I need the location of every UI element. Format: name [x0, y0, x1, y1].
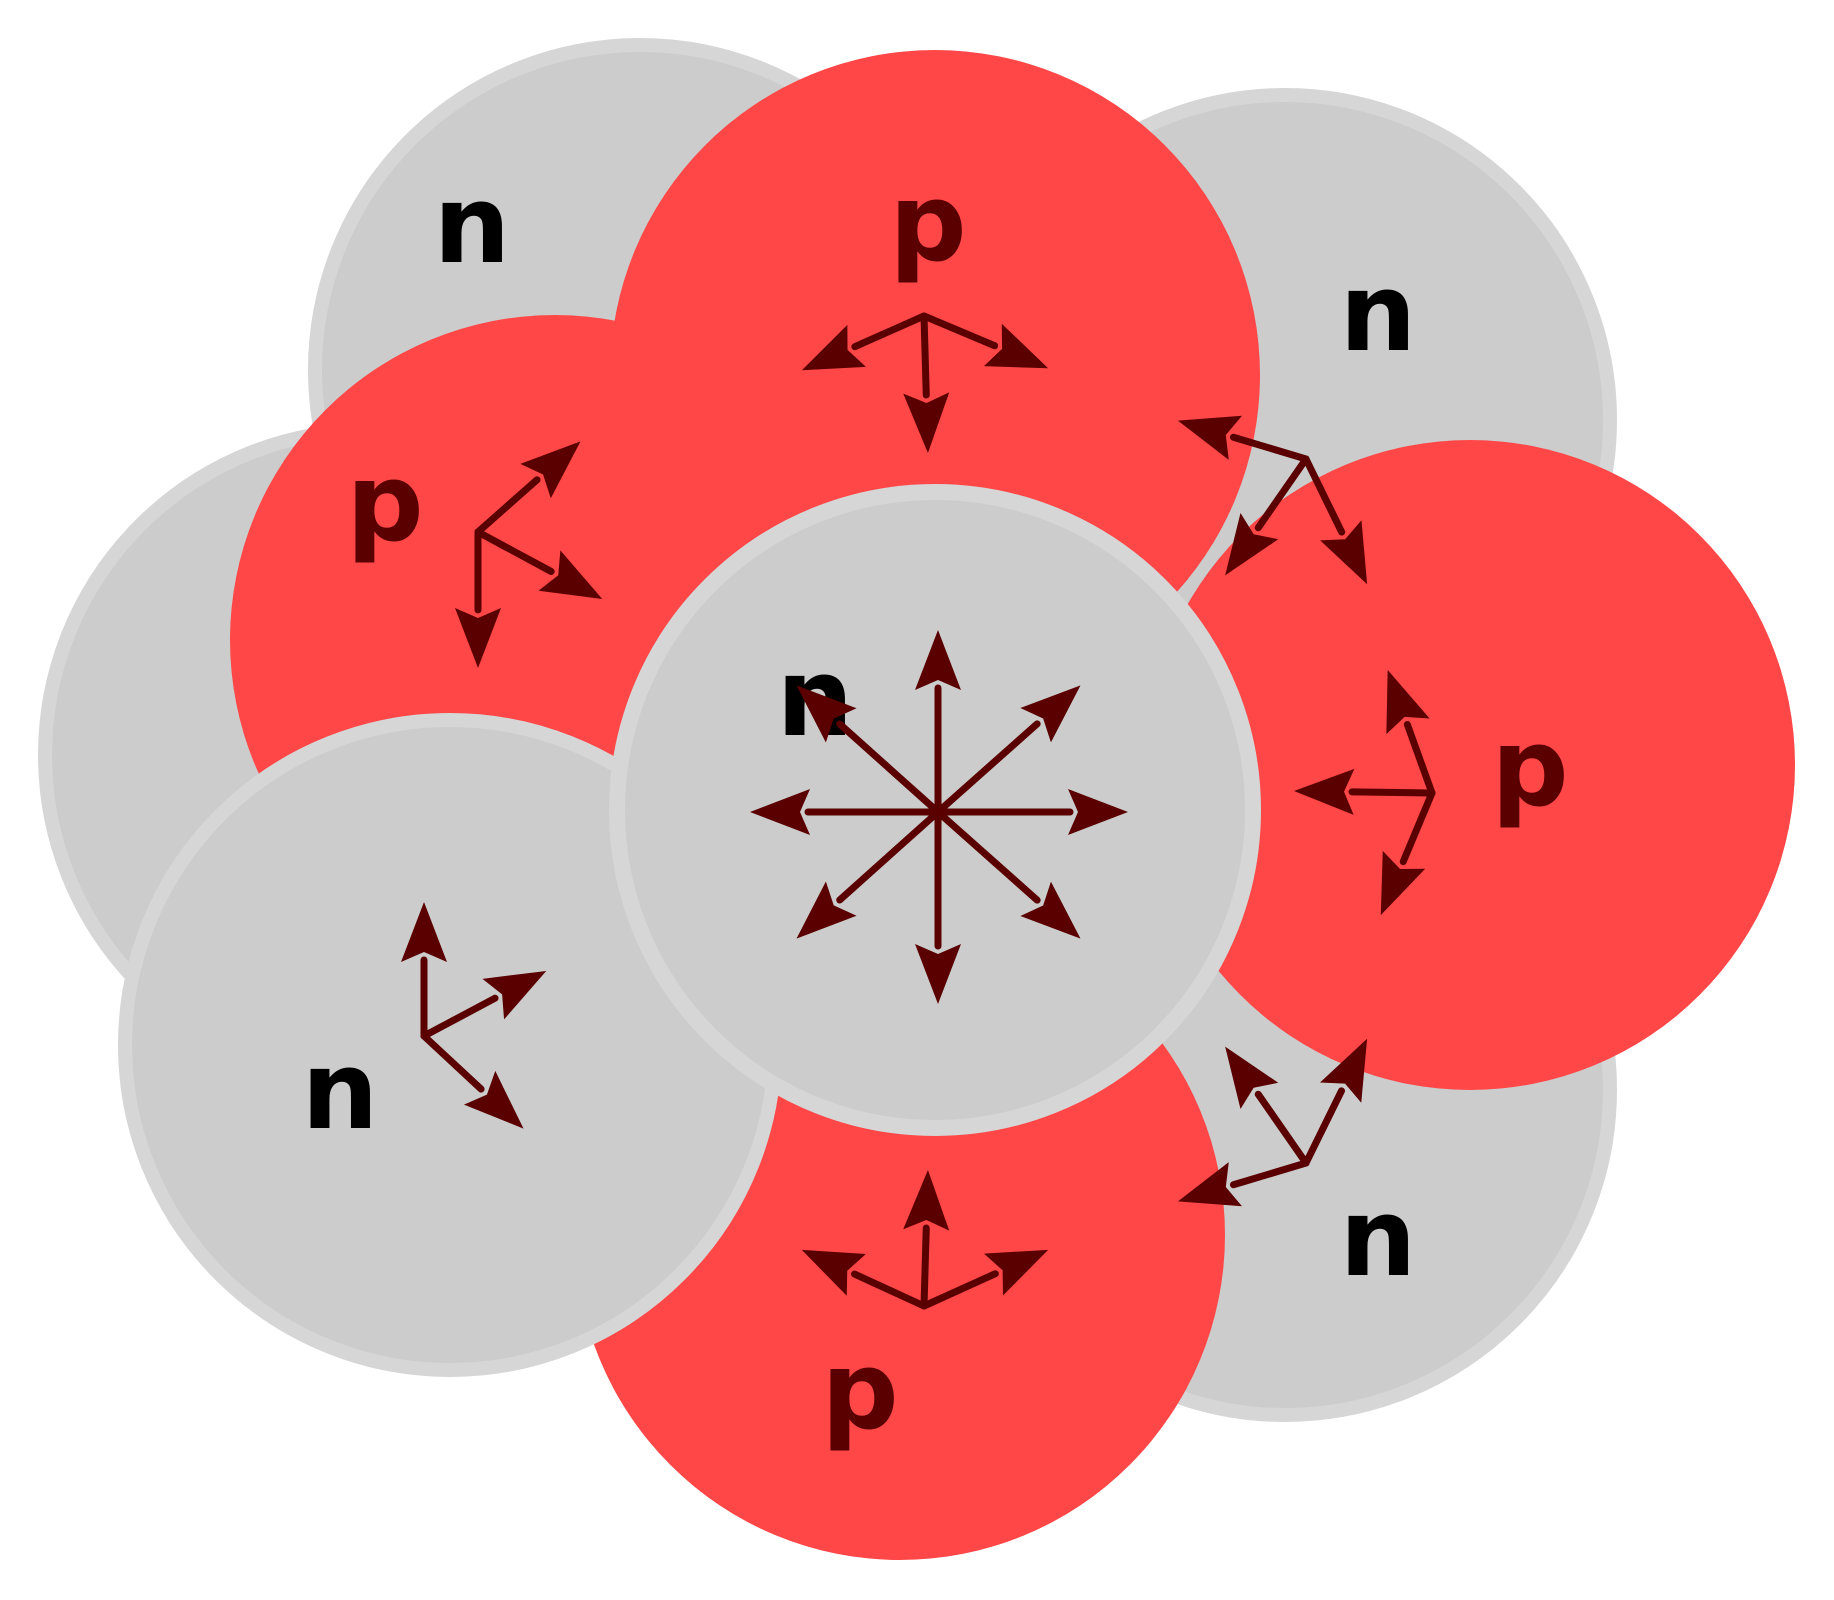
- neutron-label: n: [1340, 251, 1417, 376]
- force-arrow: [1302, 455, 1368, 585]
- force-arrow: [420, 1032, 524, 1129]
- force-arrow: [1177, 415, 1310, 463]
- force-arrow: [474, 441, 581, 536]
- neutron-label: n: [434, 163, 511, 288]
- force-arrow: [801, 312, 928, 371]
- force-arrow: [796, 808, 942, 939]
- force-arrow: [1225, 455, 1310, 576]
- force-arrow: [420, 970, 547, 1040]
- force-arrow: [903, 312, 950, 454]
- neutron-label: n: [777, 636, 854, 761]
- force-arrow: [934, 808, 1081, 939]
- force-arrows: [401, 312, 1436, 1310]
- force-arrow: [920, 1249, 1049, 1310]
- force-arrow: [920, 312, 1049, 369]
- force-arrow: [1225, 1046, 1310, 1167]
- force-arrow: [1177, 1159, 1310, 1207]
- proton-label: p: [1491, 706, 1568, 831]
- force-arrow: [1386, 669, 1436, 797]
- proton-label: p: [346, 441, 423, 566]
- force-arrow: [474, 528, 603, 600]
- neutron-label: n: [1340, 1176, 1417, 1301]
- force-arrow: [1302, 1038, 1368, 1167]
- force-arrow: [934, 685, 1081, 816]
- force-arrow: [796, 685, 942, 816]
- nucleon-p-right: p: [1145, 440, 1795, 1090]
- proton-label: p: [889, 161, 966, 286]
- force-arrow: [1380, 789, 1436, 916]
- neutron-label: n: [302, 1029, 379, 1154]
- force-arrow: [903, 1169, 950, 1310]
- force-arrow: [801, 1249, 928, 1310]
- proton-label: p: [821, 1329, 898, 1454]
- force-arrow: [1293, 768, 1436, 815]
